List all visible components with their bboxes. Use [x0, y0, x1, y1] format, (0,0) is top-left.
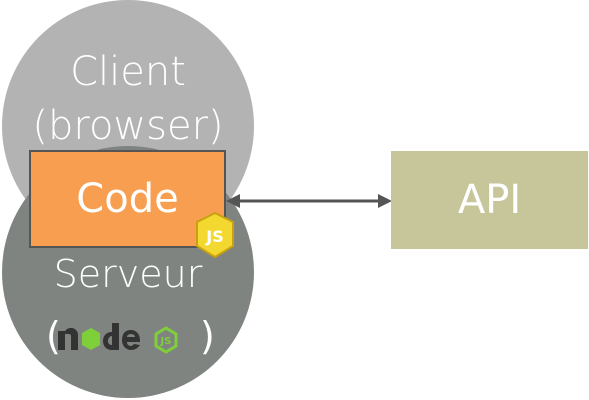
client-browser-label: (browser) — [32, 103, 224, 149]
nodejs-row: ( JS ) — [46, 312, 216, 360]
server-label: Serveur — [53, 252, 203, 296]
node-js-logo-icon: JS — [58, 316, 198, 356]
bidirectional-arrow-icon — [226, 188, 392, 214]
svg-text:JS: JS — [205, 227, 223, 246]
double-arrow-icon — [226, 194, 392, 208]
client-label: Client — [70, 49, 186, 95]
right-parenthesis: ) — [200, 314, 215, 358]
api-label: API — [457, 177, 522, 223]
code-box: Code — [29, 150, 226, 248]
javascript-badge-icon: JS — [195, 211, 235, 259]
code-label: Code — [76, 176, 179, 222]
javascript-icon: JS — [196, 211, 234, 259]
node-logo-icon: JS — [58, 323, 178, 354]
api-box: API — [391, 151, 588, 249]
svg-text:JS: JS — [160, 336, 172, 347]
left-parenthesis: ( — [46, 314, 61, 358]
